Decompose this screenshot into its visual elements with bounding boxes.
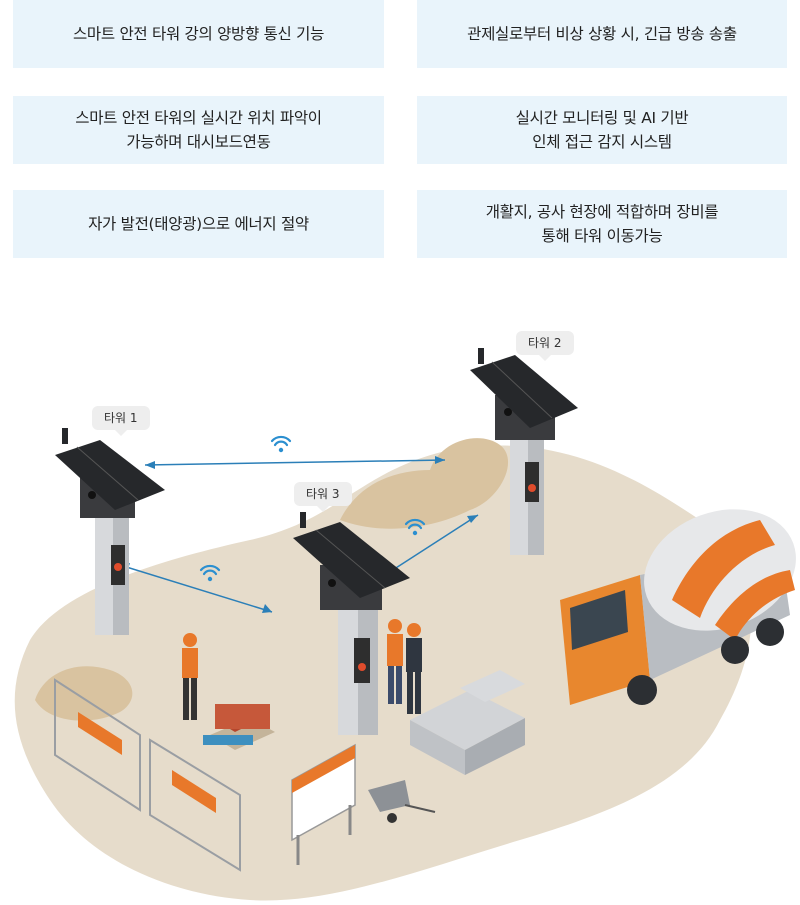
wifi-icon <box>270 435 292 447</box>
tower-label-text: 타워 1 <box>104 411 138 425</box>
camera-icon <box>88 491 96 499</box>
wifi-icon <box>404 518 426 530</box>
feature-box-location: 스마트 안전 타워의 실시간 위치 파악이 가능하며 대시보드연동 <box>13 96 384 164</box>
fence <box>54 678 241 872</box>
tower-2 <box>470 348 578 555</box>
wifi-icon <box>199 564 221 576</box>
mixer-truck <box>560 509 796 705</box>
feature-box-mobility: 개활지, 공사 현장에 적합하며 장비를 통해 타워 이동가능 <box>417 190 787 258</box>
notice-board <box>291 743 356 865</box>
tower-label-2: 타워 2 <box>516 331 574 361</box>
solar-panel-icon <box>55 440 165 510</box>
feature-text: 개활지, 공사 현장에 적합하며 장비를 통해 타워 이동가능 <box>485 202 719 245</box>
tower-label-3: 타워 3 <box>294 482 352 512</box>
fence-sign <box>78 712 216 813</box>
feature-box-broadcast: 관제실로부터 비상 상황 시, 긴급 방송 송출 <box>417 0 787 68</box>
construction-site-illustration <box>14 348 796 901</box>
brick-pallet <box>203 704 275 750</box>
tower-label-1: 타워 1 <box>92 406 150 436</box>
feature-text: 실시간 모니터링 및 AI 기반 인체 접근 감지 시스템 <box>515 108 689 151</box>
feature-box-solar: 자가 발전(태양광)으로 에너지 절약 <box>13 190 384 258</box>
feature-text: 자가 발전(태양광)으로 에너지 절약 <box>88 214 309 233</box>
worker <box>387 619 403 704</box>
tower-1 <box>55 428 165 635</box>
wheelbarrow <box>368 780 436 823</box>
feature-text: 관제실로부터 비상 상황 시, 긴급 방송 송출 <box>467 24 737 43</box>
feature-box-comm: 스마트 안전 타워 강의 양방향 통신 기능 <box>13 0 384 68</box>
sand-pile <box>35 666 133 721</box>
tower-label-text: 타워 3 <box>306 487 340 501</box>
tower-label-text: 타워 2 <box>528 336 562 350</box>
sand-pile <box>340 438 509 529</box>
feature-text: 스마트 안전 타워 강의 양방향 통신 기능 <box>72 24 325 43</box>
worker <box>182 633 198 720</box>
concrete-blocks <box>410 670 525 775</box>
feature-box-monitoring: 실시간 모니터링 및 AI 기반 인체 접근 감지 시스템 <box>417 96 787 164</box>
tower-3 <box>293 512 410 735</box>
camera-icon <box>504 408 512 416</box>
worker <box>406 623 422 714</box>
feature-text: 스마트 안전 타워의 실시간 위치 파악이 가능하며 대시보드연동 <box>75 108 322 151</box>
ground-area <box>14 445 752 901</box>
camera-icon <box>328 579 336 587</box>
